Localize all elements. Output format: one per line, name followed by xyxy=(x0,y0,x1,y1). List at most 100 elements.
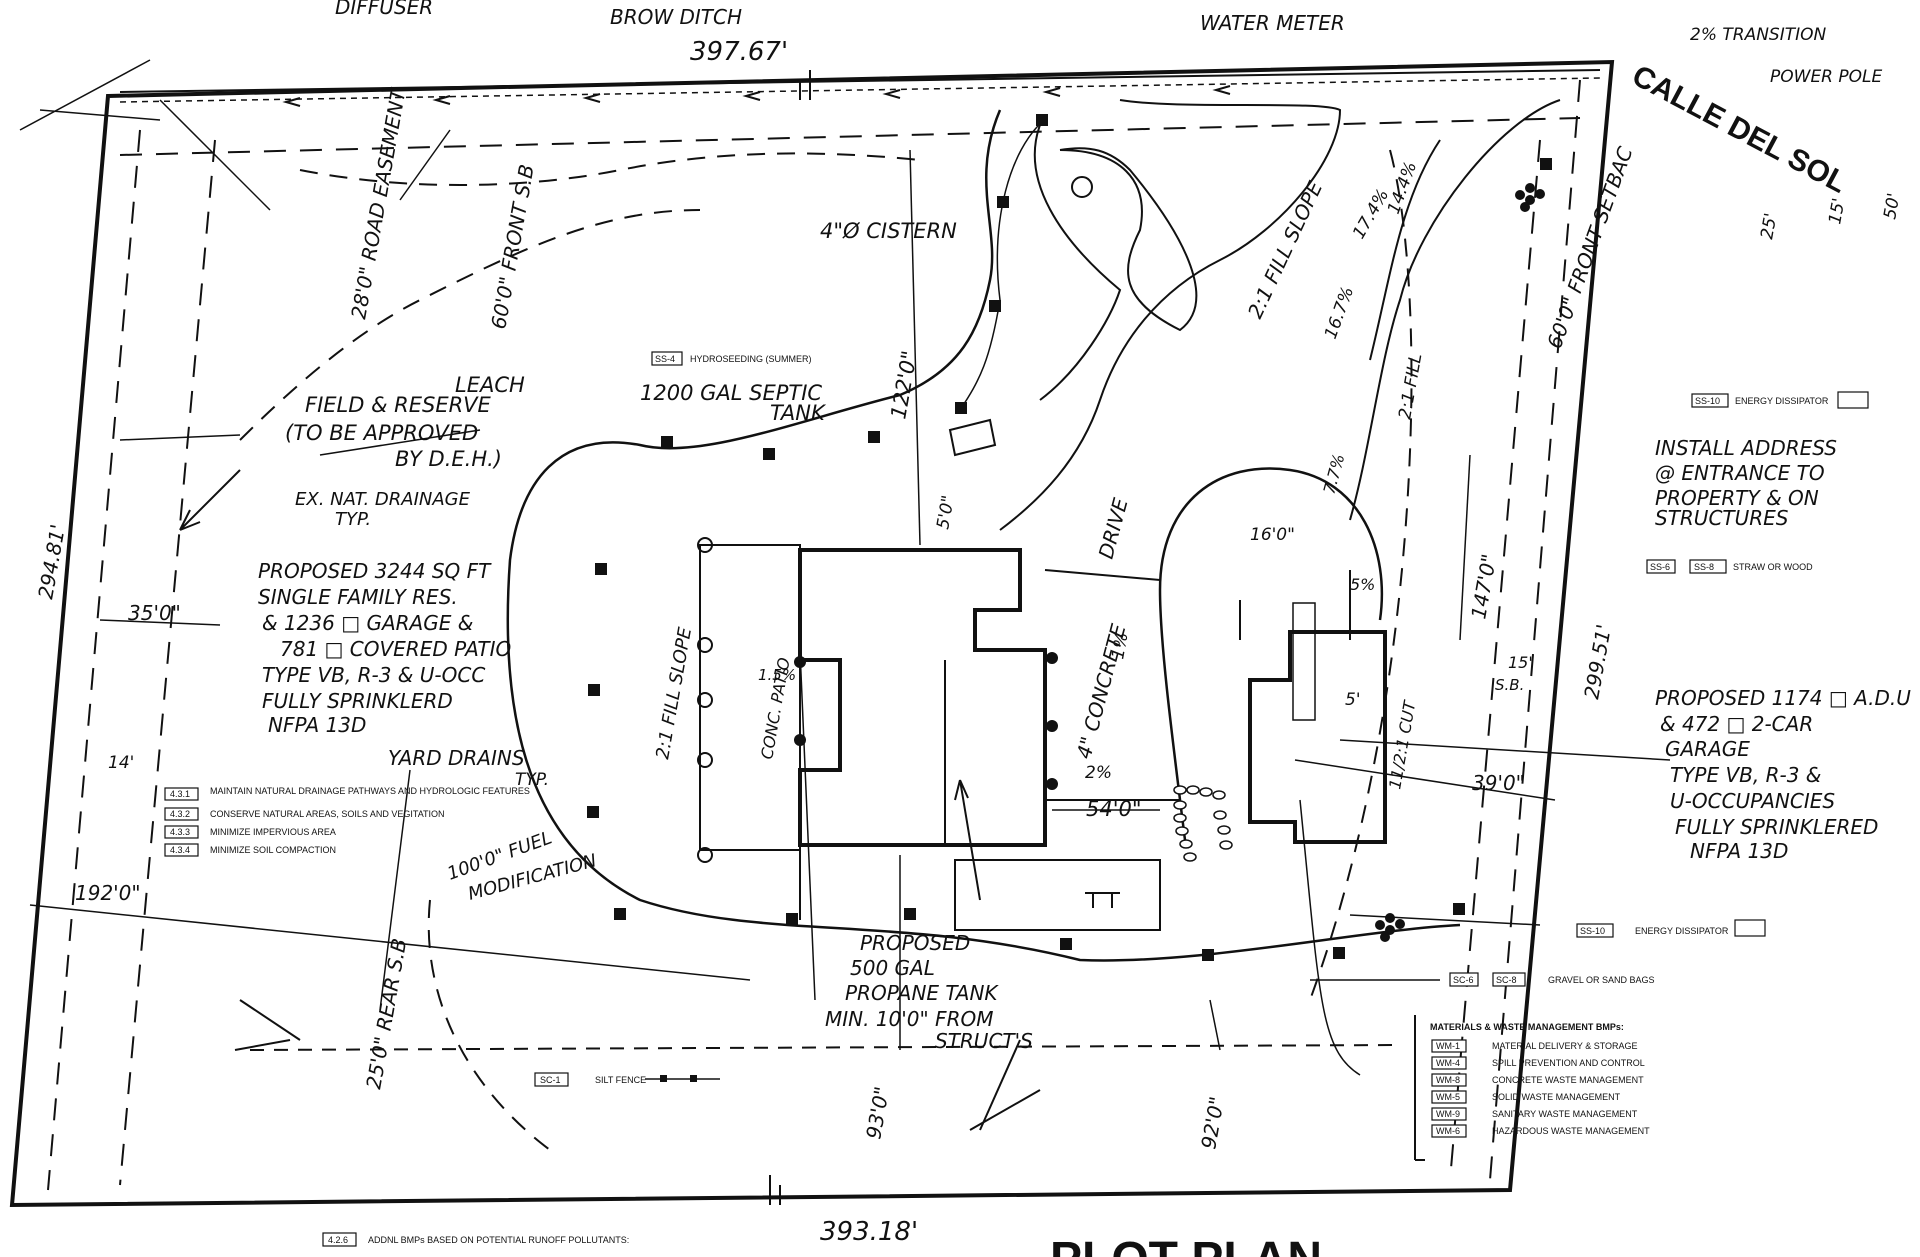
note-propane-2: 500 GAL xyxy=(850,956,935,980)
wm-code-3: WM-8 xyxy=(1436,1075,1460,1085)
note-adu-4: TYPE VB, R-3 & xyxy=(1670,763,1821,787)
note-slope-mid: 2:1 FILL SLOPE xyxy=(652,625,696,761)
note-dim-14: 14' xyxy=(108,753,134,773)
note-water-meter: WATER METER xyxy=(1200,11,1345,35)
note-dim-192: 192'0" xyxy=(75,881,141,905)
note-yard-drains-2: TYP. xyxy=(515,770,549,790)
note-pct-174: 17.4% xyxy=(1349,186,1393,243)
note-leach-2: FIELD & RESERVE xyxy=(305,393,492,417)
bmp-code-2: 4.3.2 xyxy=(170,809,190,819)
note-dim-15sb-2: S.B. xyxy=(1495,676,1524,694)
note-dim-5: 5' xyxy=(1345,690,1361,710)
note-propane-4: MIN. 10'0" FROM xyxy=(825,1007,993,1031)
note-dim-147: 147'0" xyxy=(1466,552,1501,621)
note-pct-1: 1% xyxy=(1108,631,1132,661)
note-dim-54: 54'0" xyxy=(1086,797,1142,821)
energy-dissipator-label-upper: SS-10 ENERGY DISSIPATOR xyxy=(1691,391,1869,409)
note-rear-sb: 25'0" REAR S.B xyxy=(361,937,411,1091)
fuel-modification-arc xyxy=(239,149,1413,1151)
addnl-bmps-label: 4.2.6 ADDNL BMPs BASED ON POTENTIAL RUNO… xyxy=(322,1232,629,1247)
note-res-2: SINGLE FAMILY RES. xyxy=(258,585,458,609)
note-yard-drains-1: YARD DRAINS xyxy=(388,746,525,770)
note-adu-1: PROPOSED 1174 □ A.D.U xyxy=(1655,686,1911,710)
waste-management-bmps: MATERIALS & WASTE MANAGEMENT BMPs: WM-1 … xyxy=(1414,1015,1650,1161)
silt-text: SILT FENCE xyxy=(595,1075,646,1085)
hydroseeding-label: SS-10 SS-4 HYDROSEEDING (SUMMER) xyxy=(651,351,812,366)
bmp-text-4: MINIMIZE SOIL COMPACTION xyxy=(210,845,336,855)
addnl-text: ADDNL BMPs BASED ON POTENTIAL RUNOFF POL… xyxy=(368,1235,629,1245)
energy-dissipator-icon xyxy=(1375,183,1545,942)
silt-fence xyxy=(587,114,1552,961)
main-residence-footprint xyxy=(794,548,1161,931)
property-line-markers xyxy=(769,70,811,1205)
note-pct-15: 1.5% xyxy=(758,666,796,684)
note-address-3: PROPERTY & ON xyxy=(1655,486,1819,510)
propane-tank-symbol xyxy=(1085,892,1120,908)
energy-dissipator-label-lower: SS-10 ENERGY DISSIPATOR xyxy=(1576,919,1766,938)
note-dim-top: 397.67' xyxy=(690,37,788,67)
note-dim-50: 5'0" xyxy=(933,494,959,531)
note-road-easement: 28'0" ROAD EASEMENT xyxy=(346,85,410,320)
bmp-text-3: MINIMIZE IMPERVIOUS AREA xyxy=(210,827,336,837)
note-leach-3: (TO BE APPROVED xyxy=(285,421,478,445)
wm-text-4: SOLID WASTE MANAGEMENT xyxy=(1492,1092,1621,1102)
note-septic-1: 1200 GAL SEPTIC xyxy=(640,381,822,405)
note-res-6: FULLY SPRINKLERD xyxy=(262,689,453,713)
gravel-text: GRAVEL OR SAND BAGS xyxy=(1548,975,1655,985)
note-dim-93: 93'0" xyxy=(861,1085,894,1141)
leach-field-outline xyxy=(506,99,1561,962)
note-dim-16: 16'0" xyxy=(1250,525,1295,545)
note-dim-50r: 50' xyxy=(1880,191,1904,220)
wm-text-3: CONCRETE WASTE MANAGEMENT xyxy=(1492,1075,1644,1085)
wm-code-4: WM-5 xyxy=(1436,1092,1460,1102)
note-res-4: 781 □ COVERED PATIO xyxy=(280,637,511,661)
note-fill-slope-top: 2:1 FILL SLOPE xyxy=(1243,177,1328,322)
note-front-sb-left: 60'0" FRONT S.B xyxy=(486,163,539,331)
wm-code-2: WM-4 xyxy=(1436,1058,1460,1068)
note-address-2: @ ENTRANCE TO xyxy=(1655,461,1825,485)
note-ex-drain-2: TYP. xyxy=(335,509,371,530)
note-pct-2: 2% xyxy=(1085,763,1112,783)
note-septic-2: TANK xyxy=(770,401,827,425)
addnl-code: 4.2.6 xyxy=(328,1235,348,1245)
silt-fence-label: SC-1 SILT FENCE xyxy=(534,1072,720,1087)
note-dim-35: 35'0" xyxy=(128,601,181,625)
note-leach-1: LEACH xyxy=(455,373,525,397)
dimension-lines xyxy=(19,59,1671,1076)
energy-text-upper: ENERGY DISSIPATOR xyxy=(1735,396,1829,406)
sc8-code: SC-8 xyxy=(1496,975,1517,985)
note-ex-drain-1: EX. NAT. DRAINAGE xyxy=(295,489,471,510)
note-address-4: STRUCTURES xyxy=(1655,506,1789,530)
gravel-bags xyxy=(1173,785,1233,862)
note-fill-right: 2:1 FILL xyxy=(1395,352,1426,421)
note-propane-3: PROPANE TANK xyxy=(845,981,999,1005)
drainage-arrows xyxy=(179,469,1351,1131)
note-dim-39: 39'0" xyxy=(1472,771,1525,795)
note-concrete-drive-2: DRIVE xyxy=(1094,495,1133,561)
sc6-code: SC-6 xyxy=(1453,975,1474,985)
wm-code-1: WM-1 xyxy=(1436,1041,1460,1051)
note-diffuser: DIFFUSER xyxy=(335,0,433,19)
hydroseed-text: HYDROSEEDING (SUMMER) xyxy=(690,354,812,364)
ss8-code: SS-8 xyxy=(1694,562,1714,572)
wm-text-6: HAZARDOUS WASTE MANAGEMENT xyxy=(1492,1126,1650,1136)
note-transition: 2% TRANSITION xyxy=(1690,25,1826,45)
setback-lines xyxy=(47,79,1581,1191)
note-adu-2: & 472 □ 2-CAR xyxy=(1660,712,1813,736)
note-dim-29951: 299.51' xyxy=(1579,622,1616,701)
bmp-code-4: 4.3.4 xyxy=(170,845,190,855)
bmp-code-1: 4.3.1 xyxy=(170,789,190,799)
hydroseed-code: SS-4 xyxy=(655,354,675,364)
bmp-text-1: MAINTAIN NATURAL DRAINAGE PATHWAYS AND H… xyxy=(210,786,530,796)
note-adu-5: U-OCCUPANCIES xyxy=(1670,789,1835,813)
note-dim-92: 92'0" xyxy=(1196,1095,1229,1151)
note-res-1: PROPOSED 3244 SQ FT xyxy=(258,559,492,583)
cistern xyxy=(1059,147,1198,332)
note-cistern: 4"Ø CISTERN xyxy=(820,219,957,243)
sc1-code: SC-1 xyxy=(540,1075,561,1085)
note-pct-167: 16.7% xyxy=(1321,284,1358,342)
note-pct-5: 5% xyxy=(1350,575,1375,594)
wm-text-5: SANITARY WASTE MANAGEMENT xyxy=(1492,1109,1638,1119)
site-design-bmp-list: 4.3.1 MAINTAIN NATURAL DRAINAGE PATHWAYS… xyxy=(164,786,530,857)
energy-text-lower: ENERGY DISSIPATOR xyxy=(1635,926,1729,936)
